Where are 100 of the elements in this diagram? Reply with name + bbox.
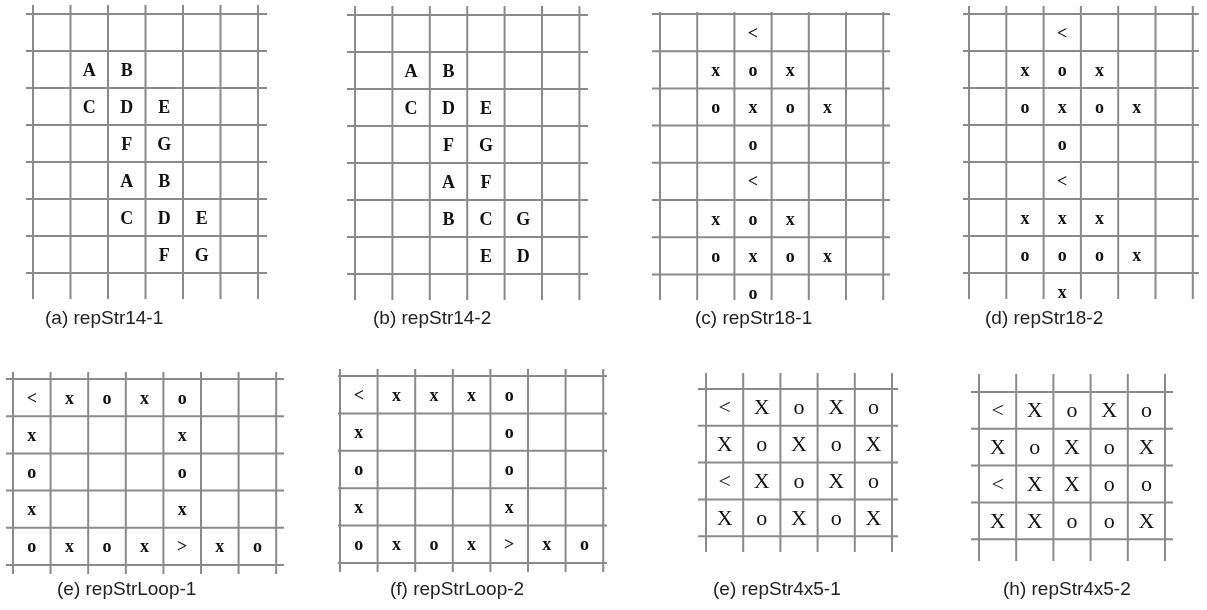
grid-symbol: o [1140, 473, 1152, 495]
grid-symbol: G [516, 209, 531, 228]
grid-symbol: x [1132, 245, 1142, 264]
grid-symbol: x [64, 537, 74, 556]
grid-symbol: > [177, 537, 188, 556]
grid-symbol: o [354, 460, 364, 479]
grid-symbol: x [711, 60, 721, 79]
grid-symbol: X [791, 506, 807, 529]
grid-symbol: F [443, 135, 454, 154]
grid-symbol: o [1066, 399, 1078, 422]
grid-symbol: X [989, 436, 1006, 459]
panel-caption: (e) repStr4x5-1 [713, 577, 841, 601]
grid-symbol: X [1138, 436, 1155, 459]
grid-symbol: < [747, 23, 759, 42]
grid-symbol: x [140, 388, 150, 407]
panel-caption: (h) repStr4x5-2 [1003, 577, 1131, 601]
grid-symbol: o [748, 284, 758, 302]
grid-symbol: o [177, 463, 187, 481]
grid-symbol: o [27, 463, 37, 481]
panel-caption: (d) repStr18-2 [985, 306, 1104, 330]
grid-symbol: C [479, 209, 493, 228]
grid-symbol: X [1138, 509, 1155, 532]
grid-symbol: o [27, 537, 37, 556]
grid-symbol: o [1140, 399, 1152, 422]
grid-symbol: X [753, 396, 770, 419]
grid-symbol: x [391, 385, 401, 404]
grid-symbol: x [711, 209, 721, 228]
grid-symbol: o [748, 209, 758, 228]
grid-symbol: G [194, 245, 209, 264]
grid-symbol: o [1103, 473, 1115, 495]
grid-symbol: D [442, 98, 455, 117]
grid-symbol: X [1101, 399, 1118, 422]
grid-symbol: o [748, 135, 758, 154]
grid-symbol: < [718, 396, 731, 419]
grid-symbol: x [467, 385, 477, 404]
grid-symbol: F [480, 172, 492, 191]
grid-symbol: x [504, 497, 514, 516]
grid-symbol: o [1057, 245, 1067, 264]
grid-symbol: x [140, 537, 150, 556]
grid-symbol: o [102, 537, 112, 556]
grid-symbol: o [756, 433, 768, 456]
grid-symbol: D [120, 97, 134, 116]
grid-symbol: E [158, 97, 171, 116]
grid-symbol: F [158, 245, 170, 264]
grid-symbol: E [479, 98, 492, 117]
grid-symbol: x [354, 423, 364, 442]
grid-symbol: x [748, 98, 758, 116]
grid-symbol: E [479, 246, 492, 265]
grid-symbol: o [793, 470, 805, 492]
grid-symbol: x [785, 60, 795, 79]
grid-symbol: o [1066, 509, 1078, 532]
grid-symbol: B [158, 171, 171, 190]
grid-symbol: x [1095, 208, 1105, 227]
grid-symbol: x [1095, 60, 1105, 79]
grid-symbol: x [785, 209, 795, 228]
grid-symbol: o [830, 506, 842, 529]
grid-symbol: o [252, 537, 262, 556]
grid-symbol: X [828, 470, 845, 492]
grid-symbol: X [828, 396, 845, 419]
grid-symbol: o [1095, 245, 1105, 264]
grid-symbol: x [822, 246, 832, 265]
grid-symbol: o [1095, 97, 1105, 116]
grid-symbol: x [354, 497, 364, 516]
grid-symbol: x [1132, 97, 1142, 116]
grid-symbol: X [791, 433, 807, 456]
grid-symbol: < [353, 385, 364, 404]
grid-symbol: o [793, 396, 805, 419]
grid-symbol: < [1057, 23, 1068, 42]
grid-symbol: o [579, 535, 589, 554]
panel-caption: (b) repStr14-2 [373, 306, 492, 330]
grid-symbol: A [120, 171, 134, 190]
grid-symbol: A [404, 61, 418, 80]
grid-symbol: X [716, 433, 733, 456]
grid-symbol: o [429, 535, 439, 554]
grid-symbol: < [26, 388, 37, 407]
grid-symbol: o [1020, 97, 1030, 116]
grid-symbol: x [429, 385, 439, 404]
grid-symbol: < [747, 172, 759, 191]
grid-symbol: x [748, 246, 758, 265]
grid-symbol: o [354, 535, 364, 554]
grid-symbol: o [867, 396, 879, 419]
grid-symbol: o [756, 506, 768, 529]
grid-symbol: F [121, 134, 133, 153]
grid-symbol: o [1057, 134, 1067, 153]
grid-symbol: o [830, 433, 842, 456]
grid-symbol: o [504, 385, 514, 404]
grid-symbol: x [27, 500, 37, 519]
grid-symbol: x [1057, 208, 1067, 227]
grid-symbol: o [1057, 60, 1067, 79]
grid-symbol: x [1020, 208, 1030, 227]
grid-symbol: x [467, 535, 477, 554]
grid-symbol: C [82, 97, 96, 116]
grid-symbol: X [753, 470, 770, 492]
grid-symbol: o [102, 388, 112, 407]
grid-symbol: E [195, 208, 208, 227]
grid-symbol: A [82, 60, 96, 79]
grid-symbol: x [215, 537, 225, 556]
grid-symbol: o [711, 98, 721, 116]
grid-symbol: x [64, 388, 74, 407]
grid-symbol: < [1057, 171, 1068, 190]
